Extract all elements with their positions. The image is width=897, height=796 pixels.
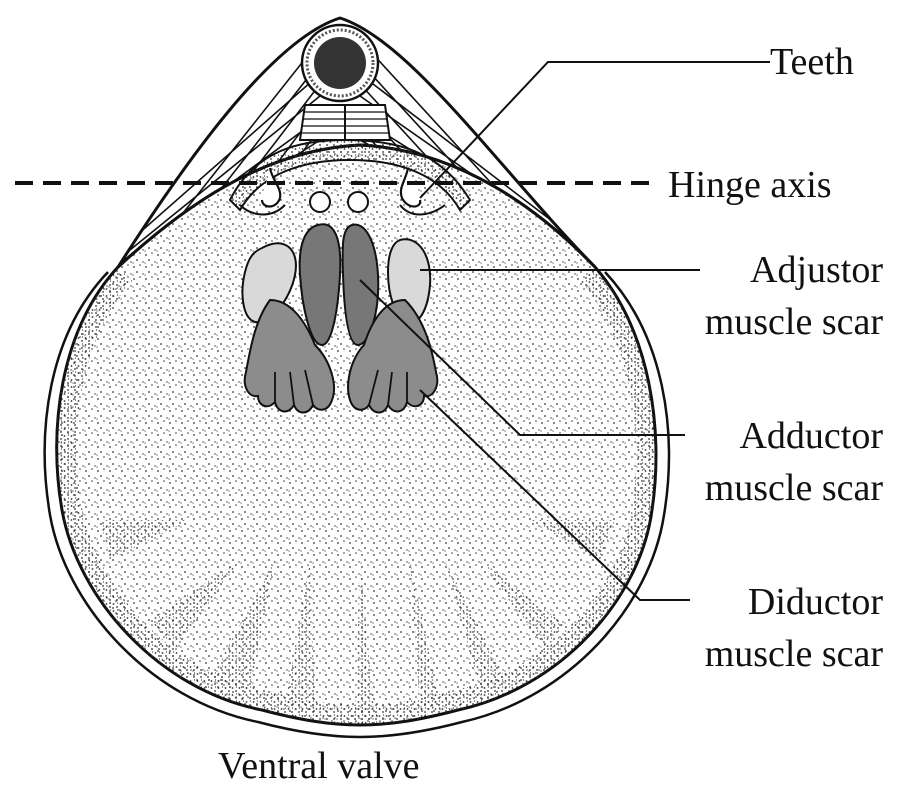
- label-diductor-line1: Diductor: [705, 580, 883, 624]
- caption-ventral-valve: Ventral valve: [218, 744, 420, 788]
- label-adjustor: Adjustor muscle scar: [705, 248, 883, 344]
- small-pit-right: [348, 192, 368, 212]
- label-adductor-line1: Adductor: [705, 414, 883, 458]
- pedicle-foramen: [314, 37, 366, 89]
- label-hinge-axis: Hinge axis: [668, 163, 832, 207]
- label-teeth: Teeth: [770, 40, 854, 84]
- label-adjustor-line1: Adjustor: [705, 248, 883, 292]
- small-pit-left: [310, 192, 330, 212]
- label-adductor-line2: muscle scar: [705, 466, 883, 510]
- label-diductor: Diductor muscle scar: [705, 580, 883, 676]
- label-diductor-line2: muscle scar: [705, 632, 883, 676]
- label-adductor: Adductor muscle scar: [705, 414, 883, 510]
- label-adjustor-line2: muscle scar: [705, 300, 883, 344]
